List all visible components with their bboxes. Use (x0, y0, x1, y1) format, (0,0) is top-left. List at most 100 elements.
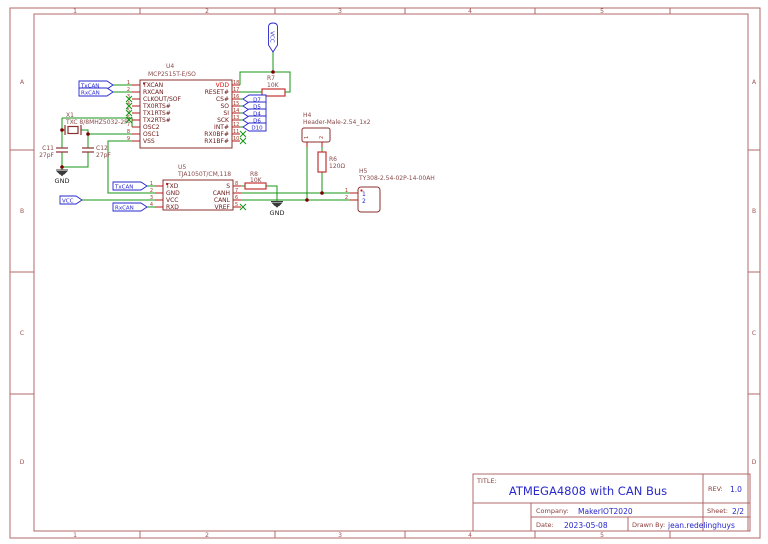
title-label: TITLE: (476, 477, 497, 485)
frame-row-label: C (752, 330, 756, 337)
company-value: MakerIOT2020 (578, 507, 633, 516)
u5-pin-num: 6 (235, 195, 238, 201)
component-u5-tja1050[interactable]: U5 TJA1050T/CM,118 1 TXD 2 GND 3 VCC 4 R… (150, 164, 247, 211)
frame-row-label: D (752, 459, 757, 466)
u5-pin-name: S (226, 183, 230, 190)
h4-pin-num: 2 (319, 136, 325, 139)
component-h4-header[interactable]: 1 2 H4 Header-Male-2.54_1x2 (301, 112, 371, 147)
vcc-flag-label: VCC (269, 31, 275, 43)
frame-col-label: 3 (338, 532, 342, 539)
c12-value: 27pF (96, 152, 111, 159)
net-port-rxcan-u5[interactable]: RxCAN (112, 202, 148, 212)
gnd-label: GND (55, 177, 70, 185)
h5-pin-name: 2 (362, 198, 366, 205)
net-label-text: D7 (253, 98, 261, 104)
r8-value: 10K (250, 177, 263, 184)
u4-pin-num: 14 (233, 108, 239, 114)
net-port-vcc-u5[interactable]: VCC (59, 195, 83, 205)
component-r8[interactable]: R8 10K (244, 171, 267, 190)
u4-pin-name: TX1RTS# (142, 110, 171, 117)
frame-col-label: 1 (73, 8, 77, 15)
u4-pin-name: RX1BF# (204, 138, 229, 145)
u4-pin-num: 18 (233, 80, 239, 86)
h5-pin-num: 2 (345, 195, 348, 201)
rev-label: REV: (708, 485, 723, 493)
frame-col-label: 1 (73, 532, 77, 539)
frame-row-label: D (20, 459, 25, 466)
u5-pin-num: 1 (150, 181, 153, 187)
title-block: TITLE: ATMEGA4808 with CAN Bus REV: 1.0 … (472, 473, 751, 532)
company-label: Company: (536, 507, 569, 515)
wires[interactable] (61, 52, 350, 208)
sheet-title: ATMEGA4808 with CAN Bus (509, 484, 667, 498)
h5-pin-name: 1 (362, 191, 366, 198)
u4-pin-num: 8 (127, 129, 130, 135)
u5-value: TJA1050T/CM,118 (177, 171, 231, 178)
r8-ref: R8 (250, 171, 258, 178)
u5-pin-num: 4 (150, 202, 153, 208)
u4-value: MCP2515T-E/SO (148, 71, 196, 78)
u4-pin-name: SCK (217, 117, 230, 124)
frame-col-label: 2 (205, 8, 209, 15)
u4-pin-name: SI (223, 110, 229, 117)
u4-pin-num: 11 (233, 129, 239, 135)
frame-col-label: 2 (205, 532, 209, 539)
component-c12[interactable]: C12 27pF (82, 145, 111, 159)
h4-ref: H4 (303, 112, 312, 119)
component-u4-mcp2515[interactable]: U4 MCP2515T-E/SO 1 TXCAN 2 RXCAN 3 CLKOU… (125, 63, 247, 149)
gnd-symbol-crystal[interactable]: GND (55, 169, 70, 185)
component-x1-crystal[interactable]: X1 TXC 8/8MHZ5032-2P (64, 112, 128, 135)
frame-col-label: 5 (600, 532, 604, 539)
net-port-label: VCC (62, 199, 74, 205)
frame-row-label: A (752, 79, 757, 86)
u4-pin-name: VSS (143, 138, 155, 145)
u4-pin-name: RESET# (205, 89, 229, 96)
net-label-text: D5 (253, 105, 261, 111)
vcc-net-flag[interactable]: VCC (268, 22, 278, 53)
u4-pin-name: OSC1 (143, 131, 160, 138)
u5-pin-name: RXD (166, 204, 179, 211)
component-r6[interactable]: R6 120Ω (317, 151, 345, 173)
component-r7[interactable]: R7 10K (261, 75, 286, 97)
r6-ref: R6 (329, 156, 337, 163)
net-port-label: TxCAN (114, 185, 133, 191)
h4-value: Header-Male-2.54_1x2 (303, 119, 371, 126)
u5-ref: U5 (178, 164, 186, 171)
c11-value: 27pF (39, 152, 54, 159)
sheet-frame: 1 2 3 4 5 1 2 3 4 5 A B C D A B C D (9, 7, 761, 539)
u5-pin-name: CANH (213, 190, 230, 197)
u4-pin-num: 12 (233, 122, 239, 128)
u4-pin-name: TX2RTS# (142, 117, 171, 124)
r7-ref: R7 (267, 75, 275, 82)
net-port-rxcan-u4[interactable]: RxCAN (78, 87, 114, 97)
component-h5-connector[interactable]: 1 2 1 2 H5 TY308-2.54-02P-14-00AH (345, 168, 435, 213)
u4-pin-num: 6 (127, 115, 130, 121)
frame-row-label: B (20, 208, 24, 215)
u4-pin-num: 2 (127, 87, 130, 93)
drawn-by-value: jean.redelinghuys (667, 521, 735, 530)
no-connect-x (239, 130, 247, 145)
r7-value: 10K (267, 82, 280, 89)
u4-pin-name: CS# (216, 96, 229, 103)
u4-pin-num: 15 (233, 101, 239, 107)
net-label-d10[interactable]: D10 (242, 122, 267, 132)
rev-value: 1.0 (730, 485, 742, 494)
u4-pin-name: TX0RTS# (142, 103, 171, 110)
u5-pin-num: 3 (150, 195, 153, 201)
component-c11[interactable]: C11 27pF (39, 145, 68, 159)
net-port-txcan-u5[interactable]: TxCAN (112, 181, 148, 191)
net-label-text: D6 (253, 119, 261, 125)
u5-pin-name: VREF (214, 204, 230, 211)
u5-pin-num: 8 (235, 181, 238, 187)
u5-pin-num: 2 (150, 188, 153, 194)
u4-pin-num: 16 (233, 94, 239, 100)
drawn-by-label: Drawn By: (632, 521, 665, 529)
u4-pin-num: 4 (127, 101, 130, 107)
u4-pin-num: 10 (233, 136, 239, 142)
u4-pin-name: CLKOUT/SOF (143, 96, 181, 103)
no-connect-x (125, 95, 133, 124)
gnd-symbol-transceiver[interactable]: GND (270, 200, 285, 218)
sheet-label: Sheet: (707, 507, 728, 515)
r6-value: 120Ω (329, 163, 345, 170)
